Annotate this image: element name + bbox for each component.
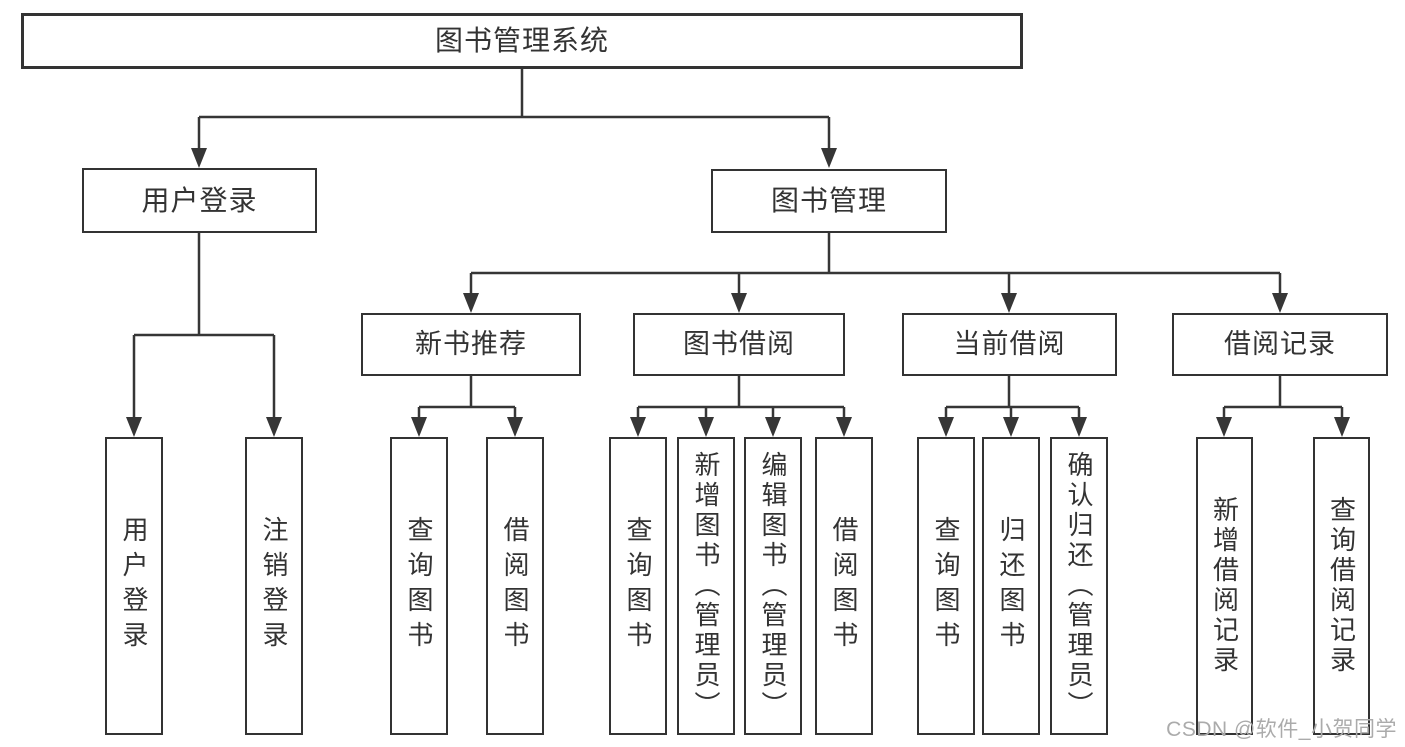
arrow-head-icon [731,293,747,313]
arrow-head-icon [765,417,781,437]
arrow-head-icon [1003,417,1019,437]
arrow-head-icon [1216,417,1232,437]
arrow-head-icon [821,148,837,168]
connector-line [1224,376,1342,409]
node-user-login-leaf: 用户登录 [105,437,163,735]
node-label: 新增图书（管理员） [691,451,721,721]
arrow-head-icon [1334,417,1350,437]
connector-line [419,376,515,409]
node-label: 新增借阅记录 [1209,496,1240,676]
connector-line [946,376,1079,409]
node-current-borrowing: 当前借阅 [902,313,1117,376]
node-book-management: 图书管理 [711,169,947,233]
node-label: 当前借阅 [953,329,1066,359]
node-label: 注销登录 [259,516,289,656]
arrow-head-icon [836,417,852,437]
node-label: 借阅图书 [500,516,530,656]
node-borrow-books-recommend: 借阅图书 [486,437,544,735]
node-label: 用户登录 [141,184,258,216]
arrow-head-icon [266,417,282,437]
node-label: 借阅图书 [829,516,859,656]
arrow-head-icon [938,417,954,437]
node-root-library-system: 图书管理系统 [21,13,1023,69]
arrow-head-icon [463,293,479,313]
node-query-books-borrowing: 查询图书 [609,437,667,735]
node-borrow-books-leaf: 借阅图书 [815,437,873,735]
node-label: 用户登录 [119,516,149,656]
arrow-head-icon [1001,293,1017,313]
node-user-login-branch: 用户登录 [82,168,317,233]
arrow-head-icon [507,417,523,437]
node-label: 确认归还（管理员） [1064,451,1094,721]
arrow-head-icon [191,148,207,168]
node-label: 归还图书 [996,516,1026,656]
arrow-head-icon [1272,293,1288,313]
arrow-head-icon [630,417,646,437]
node-book-borrowing: 图书借阅 [633,313,845,376]
node-label: 查询图书 [404,516,434,656]
node-add-book-admin: 新增图书（管理员） [677,437,735,735]
node-label: 查询图书 [623,516,653,656]
node-label: 借阅记录 [1224,329,1336,359]
arrow-head-icon [1071,417,1087,437]
connector-line [134,233,274,337]
node-query-books-current: 查询图书 [917,437,975,735]
csdn-watermark: CSDN @软件_小贺同学 [1166,718,1397,741]
node-logout-leaf: 注销登录 [245,437,303,735]
connector-line [638,376,844,409]
connector-line [199,69,829,119]
node-edit-book-admin: 编辑图书（管理员） [744,437,802,735]
arrow-head-icon [698,417,714,437]
node-confirm-return-admin: 确认归还（管理员） [1050,437,1108,735]
node-label: 图书管理 [770,185,887,216]
node-label: 编辑图书（管理员） [758,451,788,721]
arrow-head-icon [126,417,142,437]
node-new-book-recommend: 新书推荐 [361,313,581,376]
node-add-borrow-record: 新增借阅记录 [1196,437,1253,735]
arrow-head-icon [411,417,427,437]
connector-line [471,233,1280,275]
node-label: 查询借阅记录 [1326,496,1357,676]
node-label: 新书推荐 [415,329,527,359]
node-label: 图书借阅 [683,329,795,359]
node-query-borrow-record: 查询借阅记录 [1313,437,1370,735]
node-return-book: 归还图书 [982,437,1040,735]
node-query-books-recommend: 查询图书 [390,437,448,735]
node-label: 图书管理系统 [434,25,609,56]
node-borrow-records: 借阅记录 [1172,313,1388,376]
node-label: 查询图书 [931,516,961,656]
